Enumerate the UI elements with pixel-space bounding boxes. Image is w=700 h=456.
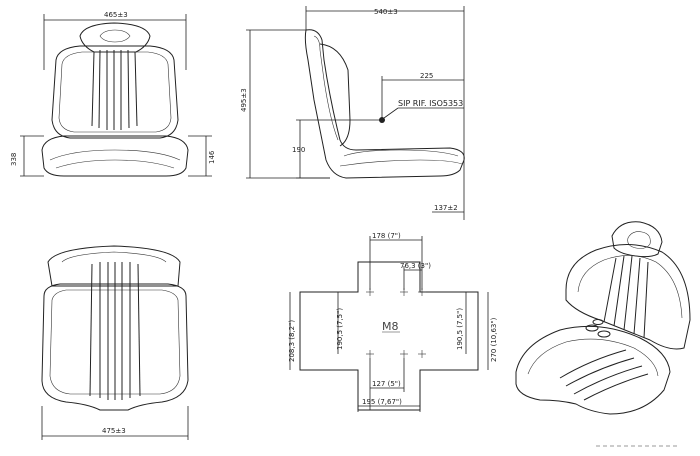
backrest-ribs (91, 49, 138, 130)
side-height-label: 495±3 (240, 88, 248, 112)
bottom-inner-label: 127 (5") (372, 380, 401, 388)
side-depth-label: 540±3 (374, 8, 398, 16)
small-spacing-label: 76,3 (3") (400, 262, 431, 270)
isometric-back-ribs (603, 255, 649, 339)
left-outer-label: 208,3 (8,2") (288, 320, 296, 362)
right-inner-label: 190,5 (7,5") (456, 308, 464, 350)
bottom-outer-label: 195 (7,67") (362, 398, 402, 406)
right-outer-label: 270 (10,63") (490, 317, 498, 362)
sip-reference-label: SIP RIF. ISO5353 (398, 99, 463, 108)
sip-offset-label: 225 (420, 72, 433, 80)
mounting-pattern: M8 178 (7") 76,3 (3") 208,3 (8,2") 190,5… (288, 232, 498, 412)
thread-size-label: M8 (382, 320, 399, 333)
top-spacing-label: 178 (7") (372, 232, 401, 240)
rail-length-label: 137±2 (434, 204, 458, 212)
side-view: 540±3 495±3 225 SIP RIF. ISO5353 190 137… (240, 6, 465, 220)
front-width-label: 465±3 (104, 11, 128, 19)
top-width-label: 475±3 (102, 427, 126, 435)
top-view: 475±3 (41, 245, 189, 440)
sip-height-label: 190 (292, 146, 305, 154)
left-inner-label: 190,5 (7,5") (336, 308, 344, 350)
isometric-seat-ribs (559, 349, 649, 401)
front-view: 465±3 338 146 (10, 11, 216, 177)
front-height-right-label: 146 (208, 150, 216, 164)
top-view-ribs (89, 262, 141, 400)
front-height-left-label: 338 (10, 153, 18, 166)
isometric-view (515, 221, 691, 447)
